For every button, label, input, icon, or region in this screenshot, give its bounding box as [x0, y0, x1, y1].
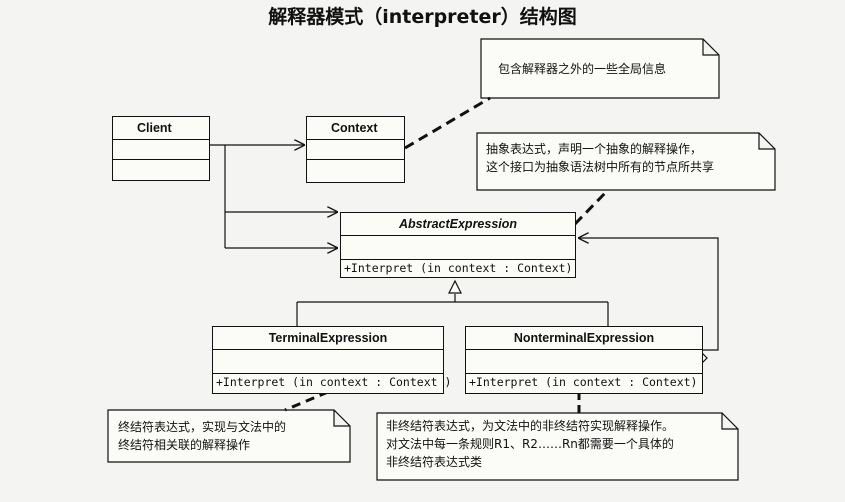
context-note-text: 包含解释器之外的一些全局信息	[498, 62, 667, 76]
terminal-interpret-operation: +Interpret (in context : Context )	[216, 375, 452, 389]
class-context-name: Context	[307, 117, 404, 140]
nonterminal-note-line3: 非终结符表达式类	[386, 455, 483, 469]
context-note-anchor	[404, 96, 491, 150]
class-abstract-expression-name: AbstractExpression	[341, 213, 575, 236]
nonterminal-note-shape	[376, 412, 739, 481]
class-nonterminal-expression-attributes	[466, 350, 702, 374]
class-client-operations	[113, 160, 209, 180]
class-nonterminal-expression-name: NonterminalExpression	[466, 327, 702, 350]
terminal-note-anchor	[284, 390, 329, 412]
abstract-interpret-operation: +Interpret (in context : Context)	[344, 261, 573, 275]
class-abstract-expression-attributes	[341, 236, 575, 260]
class-context: Context	[306, 116, 405, 183]
terminal-note-shape	[107, 409, 351, 463]
class-abstract-expression-operations: +Interpret (in context : Context)	[341, 260, 575, 278]
class-nonterminal-expression: NonterminalExpression +Interpret (in con…	[465, 326, 703, 394]
abstract-note-anchor	[573, 188, 610, 226]
nonterminal-interpret-operation: +Interpret (in context : Context)	[469, 375, 698, 389]
class-client-attributes	[113, 140, 209, 160]
abstract-note-shape	[476, 132, 776, 191]
terminal-note-line1: 终结符表达式，实现与文法中的	[118, 420, 287, 434]
context-note-shape	[480, 38, 720, 99]
terminal-note-line2: 终结符相关联的解释操作	[118, 438, 251, 452]
abstract-note-line1: 抽象表达式，声明一个抽象的解释操作，	[486, 142, 703, 156]
nonterminal-note-line2: 对文法中每一条规则R1、R2……Rn都需要一个具体的	[386, 437, 674, 451]
class-client: Client	[112, 116, 210, 181]
class-nonterminal-expression-operations: +Interpret (in context : Context)	[466, 374, 702, 393]
class-client-name: Client	[113, 117, 209, 140]
nonterminal-note-line1: 非终结符表达式，为文法中的非终结符实现解释操作。	[386, 419, 675, 433]
aggregation-line	[578, 238, 719, 351]
class-terminal-expression-attributes	[213, 350, 443, 374]
class-terminal-expression: TerminalExpression +Interpret (in contex…	[212, 326, 452, 394]
class-terminal-expression-operations: +Interpret (in context : Context )	[213, 374, 452, 393]
class-abstract-expression: AbstractExpression +Interpret (in contex…	[340, 212, 576, 278]
diagram-title: 解释器模式（interpreter）结构图	[268, 6, 577, 28]
generalization-triangle	[448, 279, 462, 294]
class-context-attributes	[307, 140, 404, 160]
class-terminal-expression-name: TerminalExpression	[213, 327, 443, 350]
class-context-operations	[307, 160, 404, 182]
abstract-note-line2: 这个接口为抽象语法树中所有的节点所共享	[486, 160, 715, 174]
